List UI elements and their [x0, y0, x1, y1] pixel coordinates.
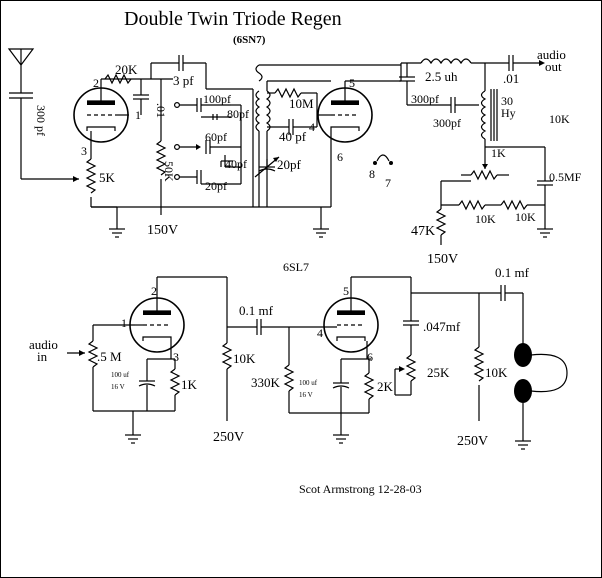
audio-in-label-2: in	[37, 349, 48, 364]
rf-choke-label: 2.5 uh	[425, 69, 458, 84]
switched-cap-bank	[174, 89, 254, 207]
heater-pin-7: 7	[385, 176, 391, 190]
grid-res-label: 20K	[115, 62, 138, 77]
audio-out-label-2: out	[545, 59, 562, 74]
grid-cap-2-label: 40 pf	[279, 129, 307, 144]
right-tube-pin-4: 4	[309, 120, 315, 134]
cathode-res-left-label: 1K	[181, 377, 198, 392]
input-pot-label: .5 M	[97, 349, 122, 364]
bottom-grid-res-label: 330K	[251, 375, 281, 390]
left-triode-tube	[73, 87, 129, 145]
bottom-coupling-cap-label: 0.1 mf	[239, 303, 274, 318]
cap-60pf-label: 60pf	[205, 130, 227, 144]
bottom-left-pin-3: 3	[173, 350, 179, 364]
b-plus-1-label: 150V	[147, 223, 178, 238]
bottom-right-pin-4: 4	[317, 326, 323, 340]
schematic-subtitle: (6SN7)	[233, 34, 266, 46]
antenna-symbol	[7, 48, 79, 182]
audio-in-label-1: audio	[29, 337, 58, 352]
cap-100pf-label: 100pf	[203, 92, 231, 106]
cap-20pf-label: 20pf	[205, 179, 227, 193]
left-tube-pin-1: 1	[135, 108, 141, 122]
res-10k-a-label: 10K	[475, 212, 496, 226]
tone-pot-label: 25K	[427, 365, 450, 380]
bottom-left-pin-1: 1	[121, 316, 127, 330]
bottom-b-plus-right-label: 250V	[457, 434, 488, 449]
coupling-cap-label: 3 pf	[173, 73, 194, 88]
res-10k-b-label: 10K	[515, 210, 536, 224]
top-detector-stage: 300 pf 2 1 3 20K .01 3 pf	[7, 47, 582, 267]
right-triode-tube	[316, 81, 373, 207]
right-tube-pin-5: 5	[349, 76, 355, 90]
bypass-cap-1-label: 300pf	[411, 92, 439, 106]
transformer-label-1: 30	[501, 94, 513, 108]
cathode-cap-left-label-1: 100 uf	[111, 371, 130, 379]
bottom-plate-res-left-label: 10K	[233, 351, 256, 366]
right-tube-pin-6: 6	[337, 150, 343, 164]
cap-80pf-label: 80pf	[227, 107, 249, 121]
bottom-left-pin-2: 2	[151, 284, 157, 298]
heater-pin-8: 8	[369, 167, 375, 181]
audio-out-label-1: audio	[537, 47, 566, 62]
cathode-cap-left-label-2: 16 V	[111, 383, 125, 391]
bottom-left-triode-tube	[129, 277, 185, 359]
bottom-b-plus-left-label: 250V	[213, 430, 244, 445]
transformer-label-2: Hy	[501, 106, 516, 120]
regen-cap-label: 0.5MF	[549, 170, 582, 184]
credit-label: Scot Armstrong 12-28-03	[299, 482, 422, 496]
res-47k-label: 47K	[411, 224, 435, 239]
grid-leak-label: 10M	[289, 96, 314, 111]
left-tube-pin-2: 2	[93, 76, 99, 90]
regen-pot-label: 1K	[491, 146, 506, 160]
bottom-right-triode-tube	[319, 277, 379, 359]
bypass-cap-2-label: 300pf	[433, 116, 461, 130]
antenna-cap-label: 300 pf	[34, 105, 48, 136]
tone-cap-label: .047mf	[423, 319, 461, 334]
cathode-cap-right-label-1: 100 uf	[299, 379, 318, 387]
tuning-cap-label: 20pf	[277, 157, 302, 172]
bottom-right-pin-5: 5	[343, 284, 349, 298]
output-cap-label: .01	[503, 71, 519, 86]
left-tube-pin-3: 3	[81, 144, 87, 158]
audio-transformer	[480, 63, 498, 147]
load-res-label: 10K	[549, 112, 570, 126]
bottom-plate-res-right-label: 10K	[485, 365, 508, 380]
cap-40pf-label: 40pf	[225, 157, 247, 171]
cathode-pot-label: 5K	[99, 170, 116, 185]
plate-res-label: 50K	[162, 161, 176, 182]
schematic-title: Double Twin Triode Regen	[124, 8, 342, 30]
b-plus-2-label: 150V	[427, 252, 458, 267]
cathode-cap-right-label-2: 16 V	[299, 391, 313, 399]
heater-symbol	[376, 154, 390, 162]
bottom-audio-stage: 6SL7 audio in .5 M 2 1 3 100 uf	[29, 260, 568, 450]
bottom-output-cap-label: 0.1 mf	[495, 265, 530, 280]
cathode-res-right-label: 2K	[377, 379, 394, 394]
headphones-symbol	[514, 293, 568, 450]
bottom-tube-label: 6SL7	[283, 260, 309, 274]
bottom-right-pin-6: 6	[367, 350, 373, 364]
